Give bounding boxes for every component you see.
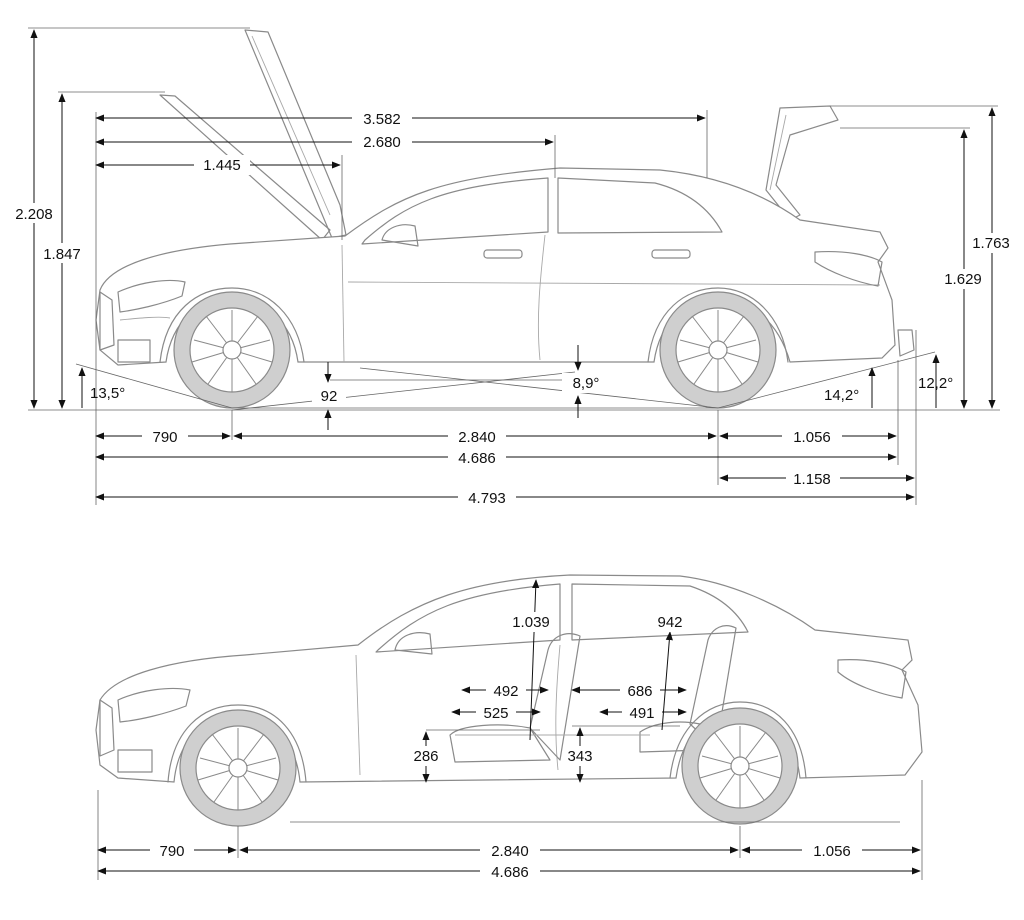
label-overall-hood: 3.582 [363, 111, 401, 128]
label-hood-height: 1.847 [43, 246, 81, 263]
label-approach-angle: 13,5° [90, 385, 125, 402]
label-bottom-rear-overhang: 1.056 [813, 843, 851, 860]
label-rear-to-tow: 1.158 [793, 471, 831, 488]
label-bottom-wheelbase: 2.840 [491, 843, 529, 860]
label-wheelbase: 2.840 [458, 429, 496, 446]
label-front-seat-a: 492 [493, 683, 518, 700]
label-trunk-open-height: 1.629 [944, 271, 982, 288]
label-front-seat-b: 525 [483, 705, 508, 722]
label-rear-overhang: 1.056 [793, 429, 831, 446]
label-ground-clearance: 92 [321, 388, 338, 405]
label-rear-headroom: 942 [657, 614, 682, 631]
label-ramp-angle: 8,9° [573, 375, 600, 392]
label-trunk-height: 1.763 [972, 235, 1010, 252]
label-front-overhang: 790 [152, 429, 177, 446]
label-rear-seat-a: 686 [627, 683, 652, 700]
label-bottom-front-overhang: 790 [159, 843, 184, 860]
label-front-seat-height: 286 [413, 748, 438, 765]
label-rear-angle: 12,2° [918, 375, 953, 392]
label-rear-seat-height: 343 [567, 748, 592, 765]
label-length-with-tow: 4.793 [468, 490, 506, 507]
label-to-hood-hinge: 1.445 [203, 157, 241, 174]
top-car-outline [95, 29, 915, 366]
bottom-rear-wheel [681, 707, 799, 825]
bottom-labels: 1.039 942 492 525 686 491 286 343 790 2.… [150, 612, 862, 882]
label-to-pillar: 2.680 [363, 134, 401, 151]
label-departure-angle: 14,2° [824, 387, 859, 404]
label-rear-seat-b: 491 [629, 705, 654, 722]
top-rear-wheel [659, 291, 777, 409]
bottom-front-wheel [179, 709, 297, 827]
label-lift-height: 2.208 [15, 206, 53, 223]
label-front-headroom: 1.039 [512, 614, 550, 631]
top-ground-lines [28, 351, 1000, 411]
label-bottom-length: 4.686 [491, 864, 529, 881]
top-labels: 2.208 1.847 3.582 2.680 1.445 1.763 1.62… [8, 109, 1016, 508]
label-length: 4.686 [458, 450, 496, 467]
top-front-wheel [173, 291, 291, 409]
